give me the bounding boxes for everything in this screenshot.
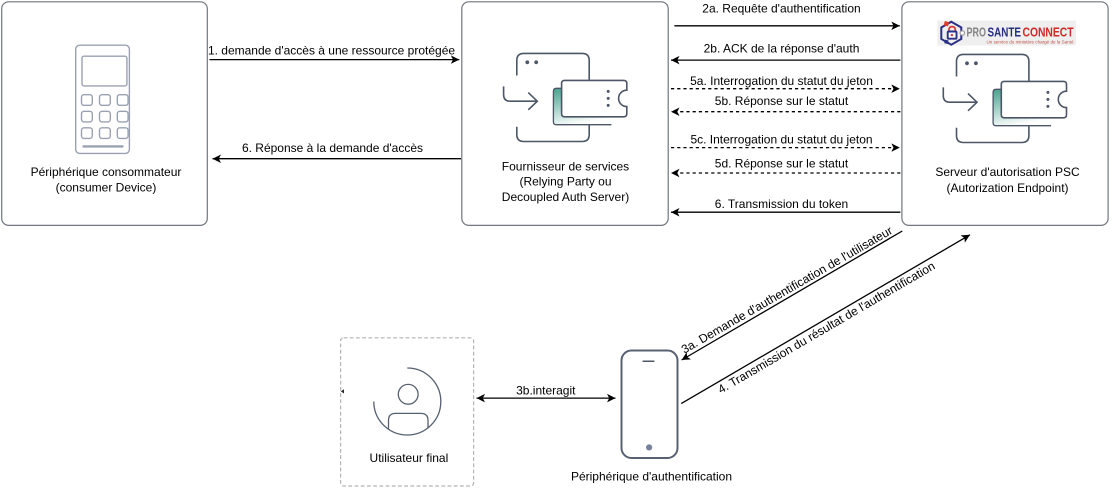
svg-text:SANTE: SANTE xyxy=(988,26,1022,40)
svg-text:3b.interagit: 3b.interagit xyxy=(516,384,576,398)
svg-text:3a. Demande d'authentification: 3a. Demande d'authentification de l'util… xyxy=(679,223,895,356)
svg-text:Un service du ministère chargé: Un service du ministère chargé de la San… xyxy=(987,39,1074,44)
svg-text:Serveur d'autorisation PSC: Serveur d'autorisation PSC xyxy=(935,165,1080,179)
svg-text:2a. Requête d'authentification: 2a. Requête d'authentification xyxy=(702,2,860,16)
svg-text:Périphérique d'authentificatio: Périphérique d'authentification xyxy=(571,469,732,483)
svg-text:2b. ACK de la réponse d'auth: 2b. ACK de la réponse d'auth xyxy=(704,41,860,55)
svg-text:(Autorization Endpoint): (Autorization Endpoint) xyxy=(946,181,1068,195)
svg-text:(Relying Party ou: (Relying Party ou xyxy=(519,175,611,189)
svg-text:1. demande d'accès à une resso: 1. demande d'accès à une ressource proté… xyxy=(208,43,455,57)
svg-text:6. Réponse à la demande d'accè: 6. Réponse à la demande d'accès xyxy=(242,141,423,155)
svg-text:CONNECT: CONNECT xyxy=(1023,26,1074,40)
svg-text:5a. Interrogation du statut du: 5a. Interrogation du statut du jeton xyxy=(690,74,873,88)
svg-text:5c. Interrogation du statut du: 5c. Interrogation du statut du jeton xyxy=(690,132,872,146)
svg-text:Utilisateur final: Utilisateur final xyxy=(370,451,449,465)
svg-text:Fournisseur de services: Fournisseur de services xyxy=(502,159,629,173)
svg-text:4. Transmission du résultat de: 4. Transmission du résultat de l'authent… xyxy=(715,259,937,397)
svg-text:PRO: PRO xyxy=(967,26,987,40)
svg-text:5d. Réponse sur le statut: 5d. Réponse sur le statut xyxy=(715,156,849,170)
svg-text:Périphérique consommateur: Périphérique consommateur xyxy=(31,165,182,179)
svg-text:6. Transmission du token: 6. Transmission du token xyxy=(715,197,848,211)
svg-text:5b. Réponse sur le statut: 5b. Réponse sur le statut xyxy=(715,94,849,108)
svg-text:Decoupled Auth Server): Decoupled Auth Server) xyxy=(502,190,629,204)
svg-text:(consumer Device): (consumer Device) xyxy=(56,181,157,195)
